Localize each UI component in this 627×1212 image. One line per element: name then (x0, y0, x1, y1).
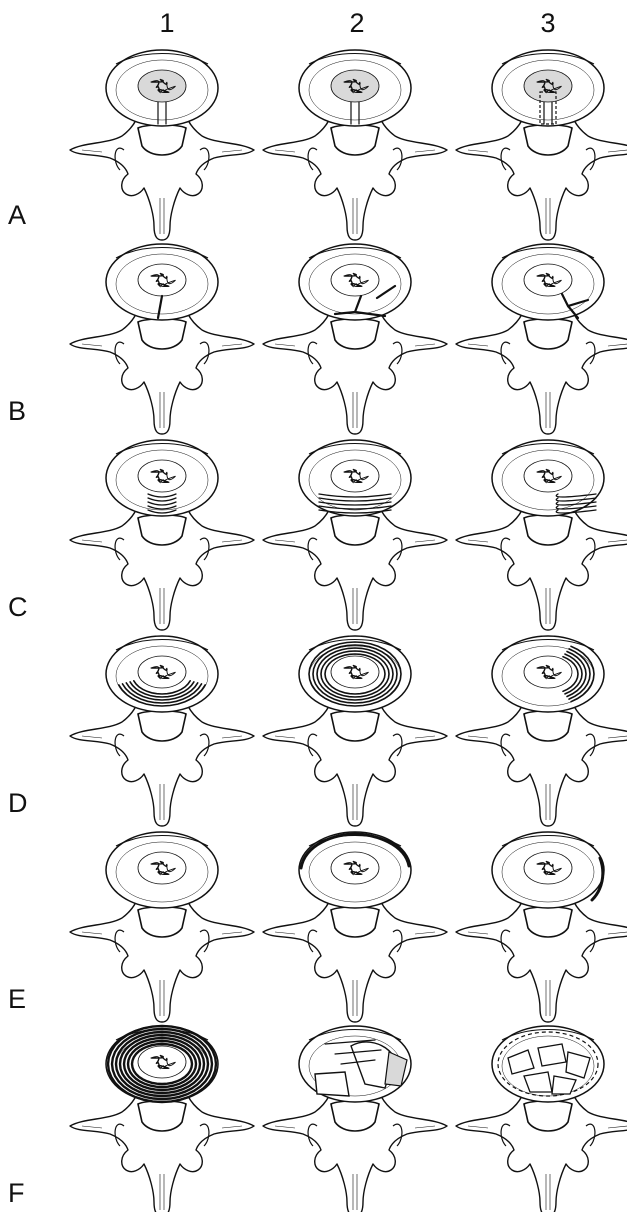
disc (492, 636, 604, 712)
vertebra-radial-fissure-nucleus-extension (456, 50, 627, 240)
vertebra-diffuse-fragmentation (456, 1026, 627, 1212)
disc (106, 832, 218, 908)
disc (299, 832, 411, 908)
vertebra-peripheral-tear-small (70, 244, 254, 434)
disc (299, 244, 411, 320)
disc (492, 440, 604, 516)
vertebra-fragmented-degeneration (263, 1026, 447, 1212)
vertebra-concentric-lateral (456, 636, 627, 826)
vertebra-rim-intact (70, 832, 254, 1022)
disc (492, 832, 604, 908)
vertebra-rim-tear-lateral (456, 832, 627, 1022)
vertebra-rim-tear-anterior (263, 832, 447, 1022)
disc (106, 244, 218, 320)
disc (492, 50, 604, 126)
disc (492, 1026, 604, 1102)
disc (106, 440, 218, 516)
disc (299, 50, 411, 126)
vertebra-radial-fissure-full (263, 50, 447, 240)
vertebra-peripheral-tear-lateral (456, 244, 627, 434)
vertebra-concentric-posterior (70, 636, 254, 826)
disc (299, 440, 411, 516)
disc (492, 244, 604, 320)
vertebra-posterior-tears-lateral (456, 440, 627, 630)
vertebra-posterior-tears-broad (263, 440, 447, 630)
disc (106, 636, 218, 712)
disc (299, 636, 411, 712)
vertebra-concentric-full (263, 636, 447, 826)
vertebra-concentric-complete (70, 1026, 254, 1212)
disc (106, 1026, 218, 1102)
disc (299, 1026, 411, 1102)
vertebra-posterior-tears-center (70, 440, 254, 630)
disc (106, 50, 218, 126)
vertebra-radial-fissure-partial (70, 50, 254, 240)
vertebra-peripheral-tear-wide (263, 244, 447, 434)
